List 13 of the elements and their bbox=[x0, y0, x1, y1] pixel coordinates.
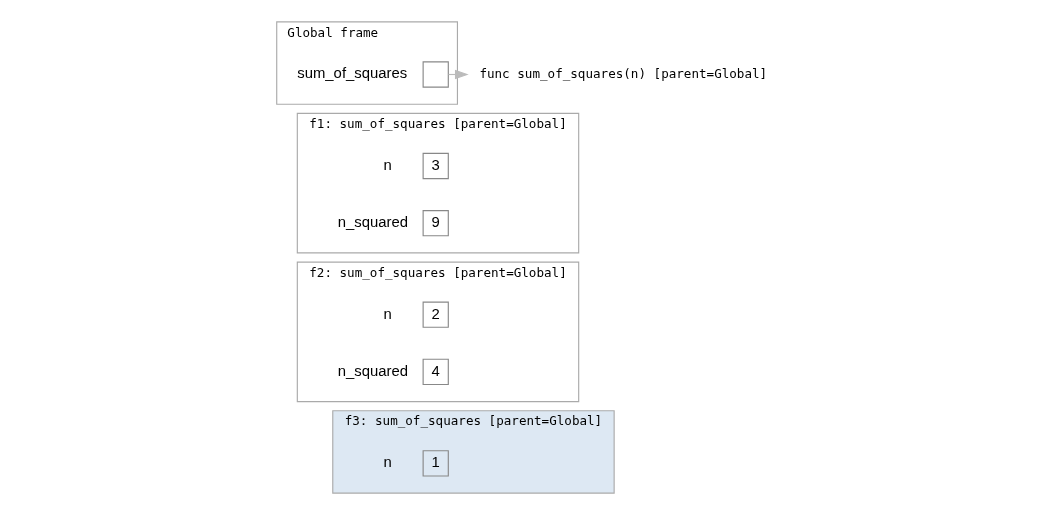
node-box: 4 bbox=[422, 358, 449, 386]
node-label: n bbox=[383, 305, 392, 322]
node-box bbox=[422, 61, 449, 88]
node-label: n bbox=[383, 156, 392, 173]
node-label: sum_of_squares bbox=[296, 65, 407, 82]
node-box: 9 bbox=[422, 210, 449, 237]
node-box: 3 bbox=[422, 152, 449, 180]
node-label: n_squared bbox=[337, 214, 408, 231]
node-box: 2 bbox=[422, 301, 449, 328]
node-text: func sum_of_squares(n) [parent=Global] bbox=[478, 65, 767, 81]
node-label: n bbox=[383, 454, 392, 471]
node-box: 1 bbox=[422, 450, 449, 477]
node-label: n_squared bbox=[337, 362, 408, 379]
